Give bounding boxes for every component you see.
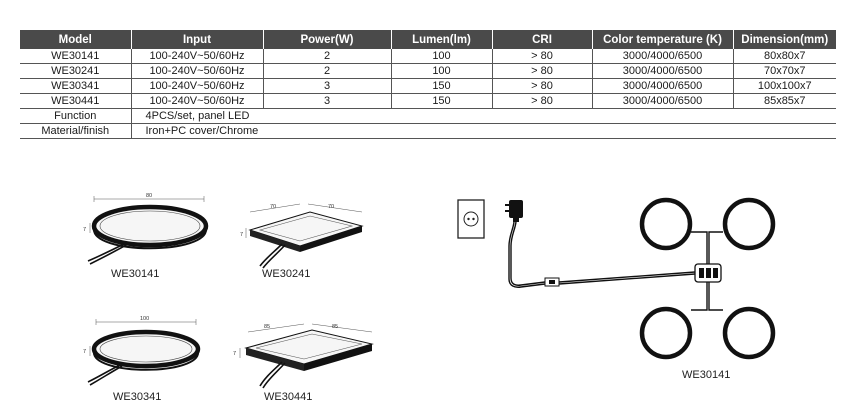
width-dimension-label: 70 xyxy=(270,204,276,210)
cell-lumen: 150 xyxy=(391,78,493,94)
material-label: Material/finish xyxy=(20,123,132,139)
cell-dimension: 100x100x7 xyxy=(733,78,836,94)
led-panel-icon xyxy=(639,306,693,360)
cell-power: 2 xyxy=(263,49,392,64)
header-model: Model xyxy=(20,30,132,49)
led-panel-icon xyxy=(639,197,693,251)
led-panel-icon xyxy=(722,306,776,360)
cell-input: 100-240V~50/60Hz xyxy=(131,93,264,109)
depth-dimension-label: 85 xyxy=(332,324,338,330)
cell-color-temperature: 3000/4000/6500 xyxy=(592,49,734,64)
table-row: WE30241 100-240V~50/60Hz 2 100 > 80 3000… xyxy=(20,63,836,79)
product-caption: WE30341 xyxy=(113,391,162,403)
cell-lumen: 100 xyxy=(391,49,493,64)
cell-cri: > 80 xyxy=(492,78,593,94)
height-dimension-label: 7 xyxy=(233,351,236,357)
distribution-box-icon xyxy=(694,263,722,283)
product-drawing-square-large: 85 85 7 xyxy=(233,323,374,389)
cell-dimension: 70x70x7 xyxy=(733,63,836,79)
height-dimension-label: 7 xyxy=(240,232,243,238)
material-value: Iron+PC cover/Chrome xyxy=(131,123,836,139)
cell-cri: > 80 xyxy=(492,93,593,109)
cell-power: 3 xyxy=(263,93,392,109)
power-adapter-icon xyxy=(505,200,523,222)
cell-input: 100-240V~50/60Hz xyxy=(131,78,264,94)
header-input: Input xyxy=(131,30,264,49)
table-header-row: Model Input Power(W) Lumen(lm) CRI Color… xyxy=(20,30,836,49)
cell-color-temperature: 3000/4000/6500 xyxy=(592,63,734,79)
height-dimension-label: 7 xyxy=(83,227,86,233)
height-dimension-label: 7 xyxy=(83,349,86,355)
header-cri: CRI xyxy=(492,30,593,49)
cell-input: 100-240V~50/60Hz xyxy=(131,49,264,64)
wiring-diagram xyxy=(457,197,776,360)
product-caption: WE30241 xyxy=(262,268,311,280)
inline-switch-icon xyxy=(544,277,560,287)
cell-color-temperature: 3000/4000/6500 xyxy=(592,93,734,109)
cell-power: 3 xyxy=(263,78,392,94)
function-label: Function xyxy=(20,108,132,124)
table-row: WE30441 100-240V~50/60Hz 3 150 > 80 3000… xyxy=(20,93,836,109)
table-row: WE30341 100-240V~50/60Hz 3 150 > 80 3000… xyxy=(20,78,836,94)
material-row: Material/finish Iron+PC cover/Chrome xyxy=(20,123,836,139)
wiring-caption: WE30141 xyxy=(682,369,731,381)
header-lumen: Lumen(lm) xyxy=(391,30,493,49)
cell-dimension: 80x80x7 xyxy=(733,49,836,64)
cell-model: WE30241 xyxy=(20,63,132,79)
product-drawing-round-large: 100 7 xyxy=(83,316,201,386)
product-caption: WE30141 xyxy=(111,268,160,280)
spec-table: Model Input Power(W) Lumen(lm) CRI Color… xyxy=(20,30,836,139)
header-color-temperature: Color temperature (K) xyxy=(592,30,734,49)
cell-model: WE30141 xyxy=(20,49,132,64)
header-power: Power(W) xyxy=(263,30,392,49)
cell-cri: > 80 xyxy=(492,49,593,64)
function-row: Function 4PCS/set, panel LED xyxy=(20,108,836,124)
header-dimension: Dimension(mm) xyxy=(733,30,836,49)
led-panel-icon xyxy=(722,197,776,251)
table-row: WE30141 100-240V~50/60Hz 2 100 > 80 3000… xyxy=(20,49,836,64)
function-value: 4PCS/set, panel LED xyxy=(131,108,836,124)
width-dimension-label: 100 xyxy=(140,316,149,322)
product-caption: WE30441 xyxy=(264,391,313,403)
cell-dimension: 85x85x7 xyxy=(733,93,836,109)
cell-lumen: 100 xyxy=(391,63,493,79)
wall-socket-icon xyxy=(457,199,485,239)
cell-lumen: 150 xyxy=(391,93,493,109)
cell-input: 100-240V~50/60Hz xyxy=(131,63,264,79)
width-dimension-label: 85 xyxy=(264,324,270,330)
product-drawing-square-small: 70 70 7 xyxy=(240,203,364,269)
width-dimension-label: 80 xyxy=(146,193,152,199)
depth-dimension-label: 70 xyxy=(328,204,334,210)
product-drawing-round-small: 80 7 xyxy=(83,193,209,265)
cell-model: WE30341 xyxy=(20,78,132,94)
cell-color-temperature: 3000/4000/6500 xyxy=(592,78,734,94)
cell-power: 2 xyxy=(263,63,392,79)
cell-model: WE30441 xyxy=(20,93,132,109)
cell-cri: > 80 xyxy=(492,63,593,79)
